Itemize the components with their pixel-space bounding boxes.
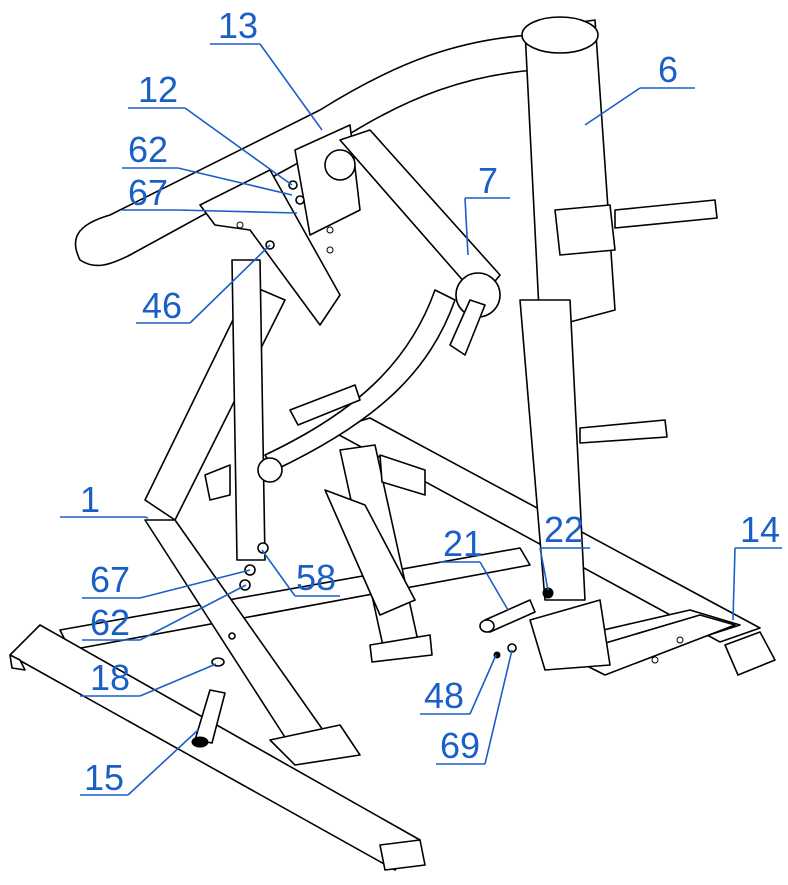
pivot-pin-end — [191, 736, 209, 748]
leader-pointer-22 — [539, 547, 549, 591]
leader-pointer-1 — [144, 516, 149, 519]
bolt-hole-2 — [326, 246, 334, 254]
mount-bracket-left — [204, 464, 231, 501]
callout-label-18: 18 — [90, 657, 130, 698]
callout-leaders — [60, 43, 782, 796]
nut-62-top — [288, 180, 298, 190]
callout-label-48: 48 — [424, 675, 464, 716]
leader-pointer-62b — [139, 584, 247, 641]
lower-pivot — [257, 457, 283, 483]
bolt-hole-4 — [676, 636, 684, 644]
mount-bracket-front — [369, 634, 433, 663]
callout-label-6: 6 — [658, 49, 678, 90]
leader-pointer-14 — [732, 547, 736, 621]
callout-label-62-bottom: 62 — [90, 602, 130, 643]
weight-post-lower — [519, 299, 586, 601]
right-foot-pad — [724, 631, 776, 676]
lever-arm — [339, 129, 501, 301]
callout-label-21: 21 — [443, 523, 483, 564]
front-foot-top-pad — [9, 654, 26, 671]
machine-drawing — [9, 16, 776, 871]
leader-pointer-21 — [479, 561, 509, 611]
mount-bracket-rear — [379, 454, 426, 496]
callout-label-7: 7 — [478, 160, 498, 201]
washer-67-top — [295, 195, 305, 205]
callout-label-12: 12 — [138, 69, 178, 110]
callout-label-22: 22 — [544, 509, 584, 550]
bolt-hole-5 — [651, 656, 659, 664]
callout-label-67-bottom: 67 — [90, 559, 130, 600]
rear-left-post — [231, 259, 266, 561]
front-foot-end-cap — [379, 839, 426, 871]
leader-pointer-62a — [177, 167, 293, 196]
callout-label-1: 1 — [80, 479, 100, 520]
leader-pointer-13 — [259, 43, 323, 131]
bushing-cap — [479, 619, 495, 633]
pin-retainer — [228, 632, 236, 640]
post-top-cap — [521, 16, 599, 54]
leader-pointer-48 — [469, 654, 497, 715]
leader-pointer-18 — [139, 663, 217, 697]
callout-label-14: 14 — [740, 509, 780, 550]
leader-pointer-67a — [177, 209, 298, 214]
callout-label-13: 13 — [218, 5, 258, 46]
leader-pointer-58 — [261, 549, 296, 597]
weight-horn-upper — [614, 199, 718, 229]
callout-label-67-top: 67 — [128, 172, 168, 213]
lever-pivot — [324, 149, 356, 181]
bolt-hole-1 — [326, 226, 334, 234]
frame-base-bracket — [269, 724, 361, 766]
seat-support — [289, 384, 361, 426]
leader-pointer-15 — [127, 729, 199, 796]
lever-handle — [449, 299, 486, 356]
leader-pointer-6 — [584, 87, 641, 126]
callout-label-62-top: 62 — [128, 129, 168, 170]
bolt-58 — [257, 542, 269, 554]
leader-pointer-46 — [189, 244, 271, 324]
foot-plate-hinge — [529, 599, 611, 671]
callout-label-15: 15 — [84, 757, 124, 798]
callout-label-69: 69 — [440, 725, 480, 766]
callout-label-46: 46 — [142, 285, 182, 326]
weight-horn-lower — [579, 419, 668, 444]
leader-pointer-12 — [184, 107, 293, 186]
bolt-hole-3 — [236, 221, 244, 229]
post-middle-collar — [554, 204, 616, 256]
callout-labels: 1 6 7 12 13 14 15 18 21 22 46 48 58 62 6… — [80, 5, 780, 798]
leader-pointer-67b — [139, 569, 251, 599]
weight-horn-post — [524, 19, 616, 331]
leader-pointer-69 — [484, 649, 513, 765]
seat-pad — [324, 489, 416, 616]
callout-label-58: 58 — [296, 557, 336, 598]
leader-pointer-7 — [464, 197, 469, 256]
